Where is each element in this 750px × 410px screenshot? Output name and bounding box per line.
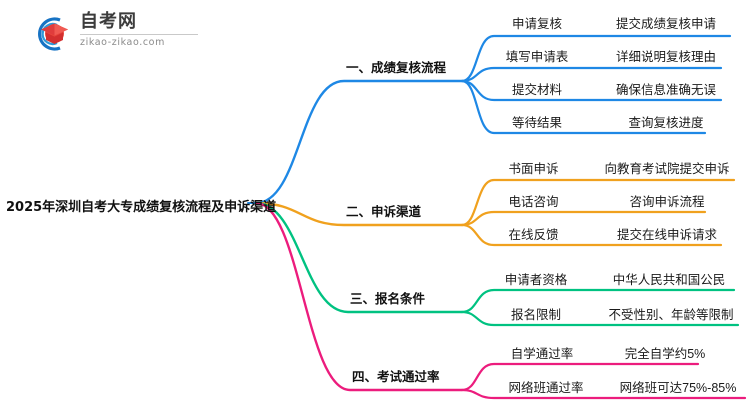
leaf-value-label: 完全自学约5% bbox=[624, 346, 706, 361]
leaf-link-4-1 bbox=[460, 362, 700, 392]
leaf-value-label: 向教育考试院提交申诉 bbox=[604, 161, 730, 176]
leaf-key-label: 填写申请表 bbox=[505, 49, 569, 64]
leaf-value-2-2[interactable]: 咨询申诉流程 bbox=[594, 188, 740, 212]
graduation-cap-logo-icon bbox=[30, 14, 74, 54]
leaf-key-label: 在线反馈 bbox=[508, 227, 559, 242]
leaf-key-2-2[interactable]: 电话咨询 bbox=[476, 188, 591, 212]
leaf-value-3-2[interactable]: 不受性别、年龄等限制 bbox=[598, 301, 744, 325]
leaf-key-label: 申请复核 bbox=[511, 16, 562, 31]
branch-link-1 bbox=[254, 79, 464, 205]
branch-title-4[interactable]: 四、考试通过率 bbox=[352, 369, 440, 384]
leaf-key-label: 提交材料 bbox=[511, 82, 562, 97]
leaf-key-label: 自学通过率 bbox=[510, 346, 574, 361]
leaf-key-4-2[interactable]: 网络班通过率 bbox=[482, 374, 610, 398]
leaf-key-1-1[interactable]: 申请复核 bbox=[482, 10, 592, 34]
leaf-link-3-2 bbox=[460, 310, 740, 327]
leaf-value-2-1[interactable]: 向教育考试院提交申诉 bbox=[594, 155, 740, 179]
leaf-value-2-3[interactable]: 提交在线申诉请求 bbox=[594, 221, 740, 245]
branch-link-4 bbox=[254, 201, 464, 392]
leaf-link-1-4 bbox=[460, 79, 707, 135]
leaf-value-1-3[interactable]: 确保信息准确无误 bbox=[596, 76, 736, 100]
leaf-value-4-1[interactable]: 完全自学约5% bbox=[600, 340, 730, 364]
leaf-key-1-4[interactable]: 等待结果 bbox=[482, 109, 592, 133]
leaf-value-label: 中华人民共和国公民 bbox=[612, 272, 726, 287]
branch-title-3[interactable]: 三、报名条件 bbox=[350, 291, 426, 306]
branch-title-1[interactable]: 一、成绩复核流程 bbox=[346, 60, 447, 75]
leaf-value-1-1[interactable]: 提交成绩复核申请 bbox=[596, 10, 736, 34]
leaf-value-1-4[interactable]: 查询复核进度 bbox=[596, 109, 736, 133]
logo-text-block: 自考网 zikao-zikao.com bbox=[80, 11, 198, 48]
leaf-value-label: 详细说明复核理由 bbox=[615, 49, 716, 64]
leaf-key-2-3[interactable]: 在线反馈 bbox=[476, 221, 591, 245]
leaf-key-label: 电话咨询 bbox=[508, 194, 559, 209]
leaf-key-label: 申请者资格 bbox=[504, 272, 568, 287]
leaf-value-label: 不受性别、年龄等限制 bbox=[608, 307, 734, 322]
leaf-key-1-3[interactable]: 提交材料 bbox=[482, 76, 592, 100]
leaf-key-3-1[interactable]: 申请者资格 bbox=[476, 266, 596, 290]
leaf-link-4-2 bbox=[460, 388, 747, 400]
leaf-value-label: 查询复核进度 bbox=[628, 115, 704, 130]
leaf-link-2-3 bbox=[460, 223, 723, 247]
leaf-value-4-2[interactable]: 网络班可达75%-85% bbox=[608, 374, 748, 398]
leaf-value-label: 咨询申诉流程 bbox=[629, 194, 705, 209]
leaf-key-1-2[interactable]: 填写申请表 bbox=[482, 43, 592, 67]
leaf-value-label: 提交在线申诉请求 bbox=[616, 227, 717, 242]
leaf-key-label: 报名限制 bbox=[510, 307, 561, 322]
leaf-link-3-1 bbox=[460, 288, 736, 314]
logo-url: zikao-zikao.com bbox=[80, 37, 165, 48]
leaf-key-label: 等待结果 bbox=[511, 115, 562, 130]
site-logo: 自考网 zikao-zikao.com bbox=[30, 11, 210, 56]
leaf-value-label: 网络班可达75%-85% bbox=[619, 380, 737, 395]
leaf-value-label: 提交成绩复核申请 bbox=[615, 16, 716, 31]
leaf-value-3-1[interactable]: 中华人民共和国公民 bbox=[598, 266, 740, 290]
branch-title-2[interactable]: 二、申诉渠道 bbox=[346, 204, 422, 219]
leaf-key-4-1[interactable]: 自学通过率 bbox=[482, 340, 602, 364]
logo-name: 自考网 bbox=[80, 11, 137, 32]
leaf-value-label: 确保信息准确无误 bbox=[615, 82, 716, 97]
leaf-value-1-2[interactable]: 详细说明复核理由 bbox=[596, 43, 736, 67]
logo-divider bbox=[80, 34, 198, 35]
leaf-key-2-1[interactable]: 书面申诉 bbox=[476, 155, 591, 179]
leaf-key-3-2[interactable]: 报名限制 bbox=[476, 301, 596, 325]
branch-link-3 bbox=[254, 201, 464, 314]
branch-link-2 bbox=[254, 201, 464, 227]
leaf-key-label: 书面申诉 bbox=[508, 161, 559, 176]
root-title: 2025年深圳自考大专成绩复核流程及申诉渠道 bbox=[6, 200, 277, 215]
leaf-key-label: 网络班通过率 bbox=[508, 380, 584, 395]
